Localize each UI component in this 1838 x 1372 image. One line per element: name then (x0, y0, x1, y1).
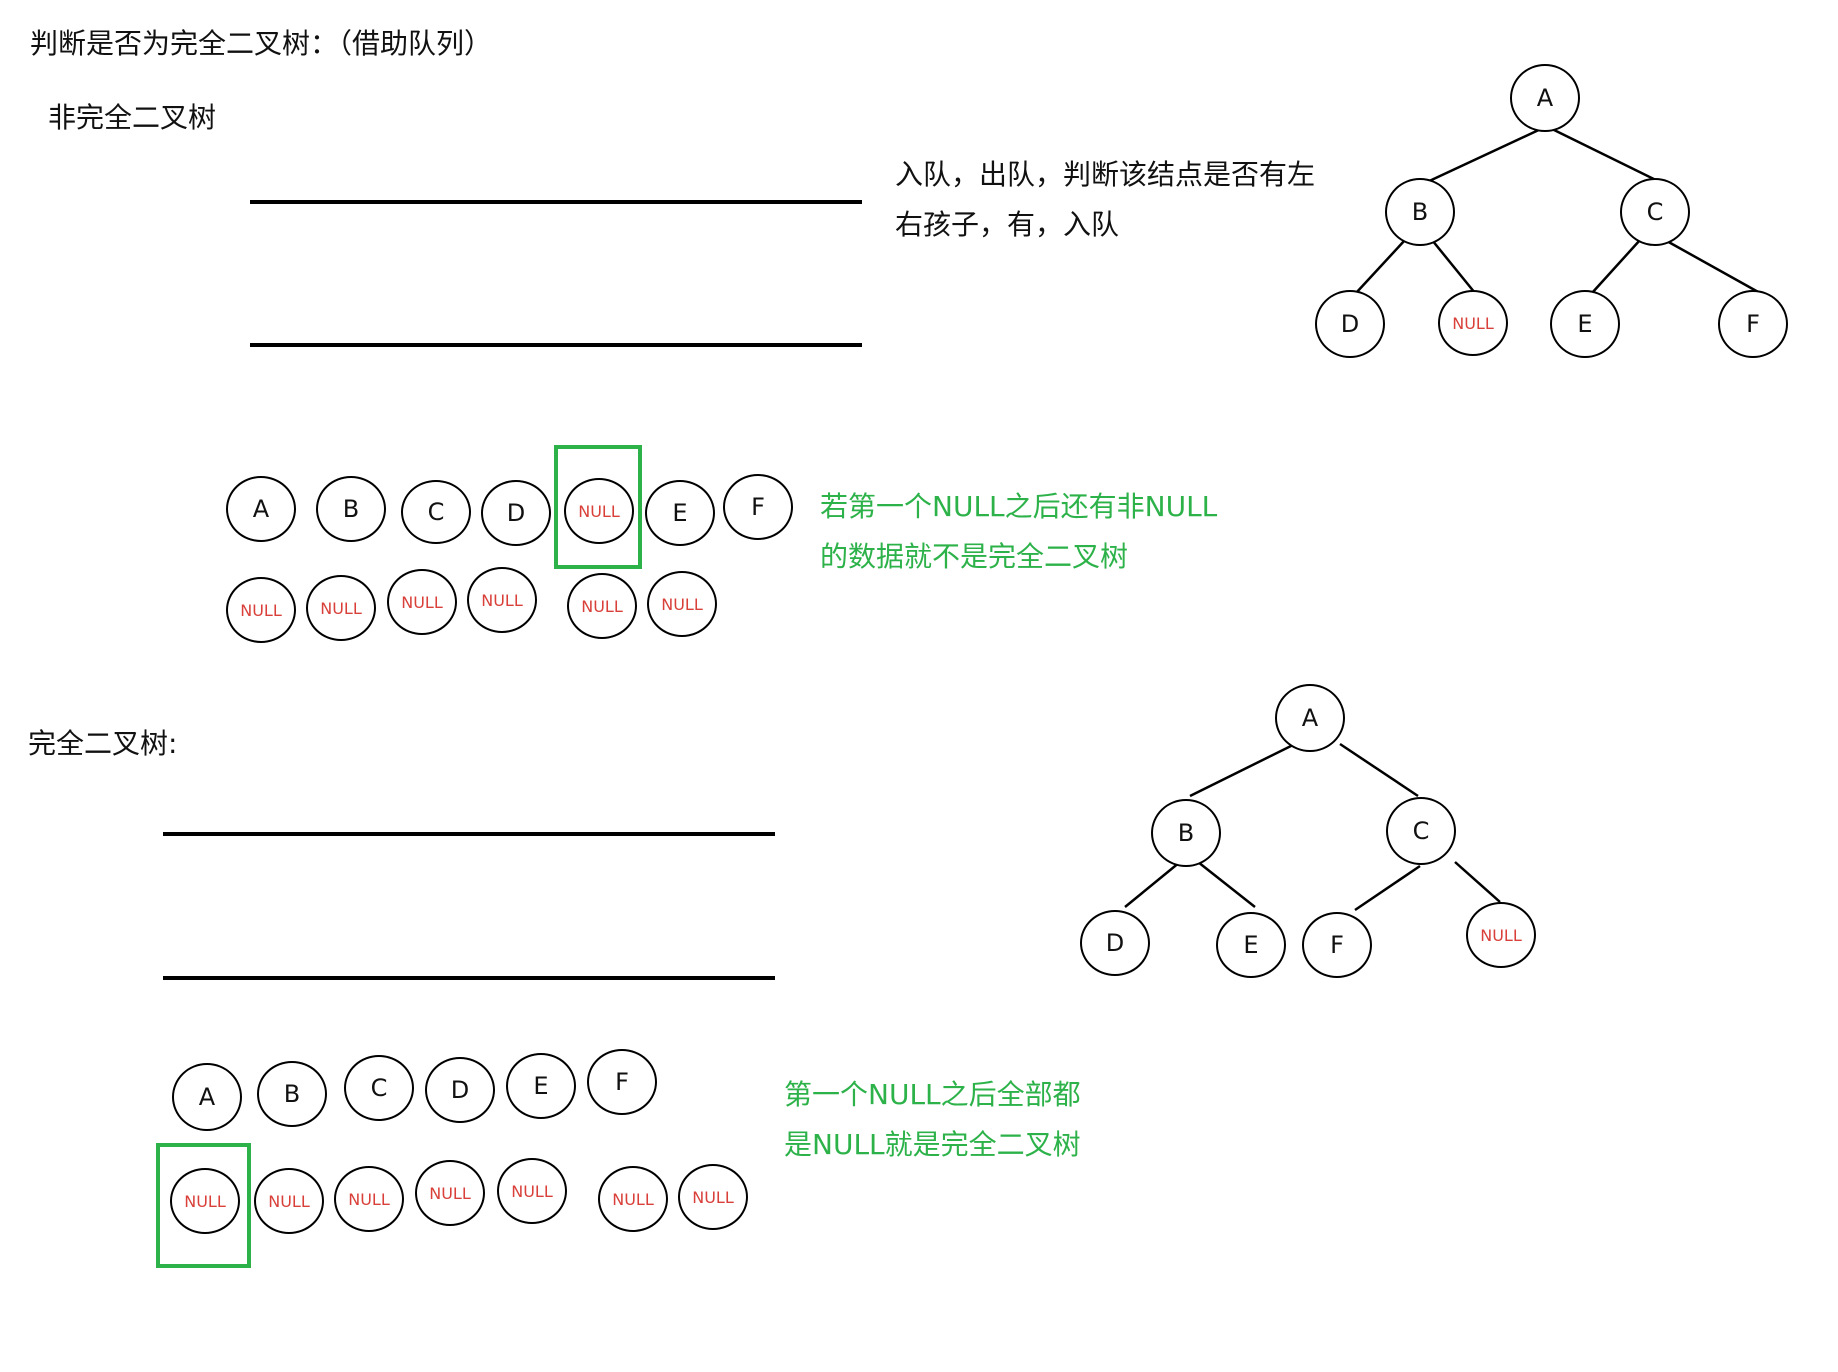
section1-conclusion-line2: 的数据就不是完全二叉树 (820, 540, 1129, 573)
section2-conclusion-line2: 是NULL就是完全二叉树 (784, 1128, 1081, 1161)
tree1-edge (1664, 238, 1761, 295)
queue1-row2-node: NULL (467, 567, 537, 633)
tree2-root: A (1275, 684, 1345, 752)
tree2-edge (1339, 742, 1419, 798)
tree1-level2-node: NULL (1438, 290, 1508, 356)
tree1-edge (1591, 239, 1641, 294)
queue-bottom-line-2 (163, 976, 775, 980)
queue2-row1-node: F (587, 1049, 657, 1115)
tree2-level2-node: F (1302, 912, 1372, 978)
queue1-row2-node: NULL (226, 577, 296, 643)
queue2-row2-node: NULL (254, 1168, 324, 1234)
queue1-row1-node: A (226, 476, 296, 542)
queue2-row1-node: A (172, 1063, 242, 1131)
tree1-edge (1355, 239, 1406, 294)
tree1-level2-node: F (1718, 290, 1788, 358)
queue1-row1-node: F (723, 474, 793, 540)
queue-bottom-line-1 (250, 343, 862, 347)
tree2-edge (1189, 742, 1296, 798)
queue2-row1-node: C (344, 1055, 414, 1121)
tree2-level2-node: D (1080, 910, 1150, 976)
queue1-row2-node: NULL (387, 569, 457, 635)
first-null-highlight-2 (156, 1143, 251, 1268)
tree2-level2-node: E (1216, 912, 1286, 978)
tree1-root: A (1510, 64, 1580, 132)
tree2-edge (1454, 861, 1501, 903)
tree1-edge (1431, 239, 1476, 294)
tree2-edge (1354, 864, 1421, 912)
queue2-row2-node: NULL (497, 1158, 567, 1224)
tree1-edge (1424, 126, 1544, 185)
tree2-edge (1124, 861, 1181, 908)
queue2-row1-node: E (506, 1053, 576, 1119)
queue2-row1-node: D (425, 1057, 495, 1123)
tree1-level2-node: E (1550, 290, 1620, 358)
tree2-level1-node: B (1151, 799, 1221, 867)
tree1-edge (1549, 126, 1663, 185)
section1-note-line2: 右孩子，有，入队 (895, 208, 1120, 241)
queue2-row1-node: B (257, 1061, 327, 1127)
tree1-level2-node: D (1315, 290, 1385, 358)
queue1-row2-node: NULL (647, 571, 717, 637)
tree2-edge (1197, 861, 1256, 908)
section1-conclusion-line1: 若第一个NULL之后还有非NULL (820, 490, 1218, 523)
first-null-highlight-1 (554, 445, 642, 569)
tree2-level2-node: NULL (1466, 902, 1536, 968)
section2-heading: 完全二叉树: (28, 727, 178, 760)
queue1-row2-node: NULL (306, 575, 376, 641)
tree1-level1-node: C (1620, 178, 1690, 246)
queue2-row2-node: NULL (678, 1164, 748, 1230)
queue-top-line-2 (163, 832, 775, 836)
queue1-row1-node: D (481, 480, 551, 546)
tree2-level1-node: C (1386, 797, 1456, 865)
section2-conclusion-line1: 第一个NULL之后全部都 (784, 1078, 1081, 1111)
tree1-level1-node: B (1385, 178, 1455, 246)
queue2-row2-node: NULL (415, 1160, 485, 1226)
queue2-row2-node: NULL (334, 1166, 404, 1232)
section1-heading: 非完全二叉树 (48, 101, 217, 134)
queue1-row1-node: C (401, 480, 471, 544)
section1-note-line1: 入队，出队，判断该结点是否有左 (895, 158, 1316, 191)
queue-top-line-1 (250, 200, 862, 204)
queue1-row1-node: E (645, 480, 715, 546)
queue2-row2-node: NULL (170, 1168, 240, 1234)
page-title: 判断是否为完全二叉树：（借助队列） (30, 27, 493, 60)
queue2-row2-node: NULL (598, 1166, 668, 1232)
queue1-row1-node: B (316, 476, 386, 542)
queue1-row2-node: NULL (567, 573, 637, 639)
queue1-row1-node: NULL (564, 478, 634, 544)
